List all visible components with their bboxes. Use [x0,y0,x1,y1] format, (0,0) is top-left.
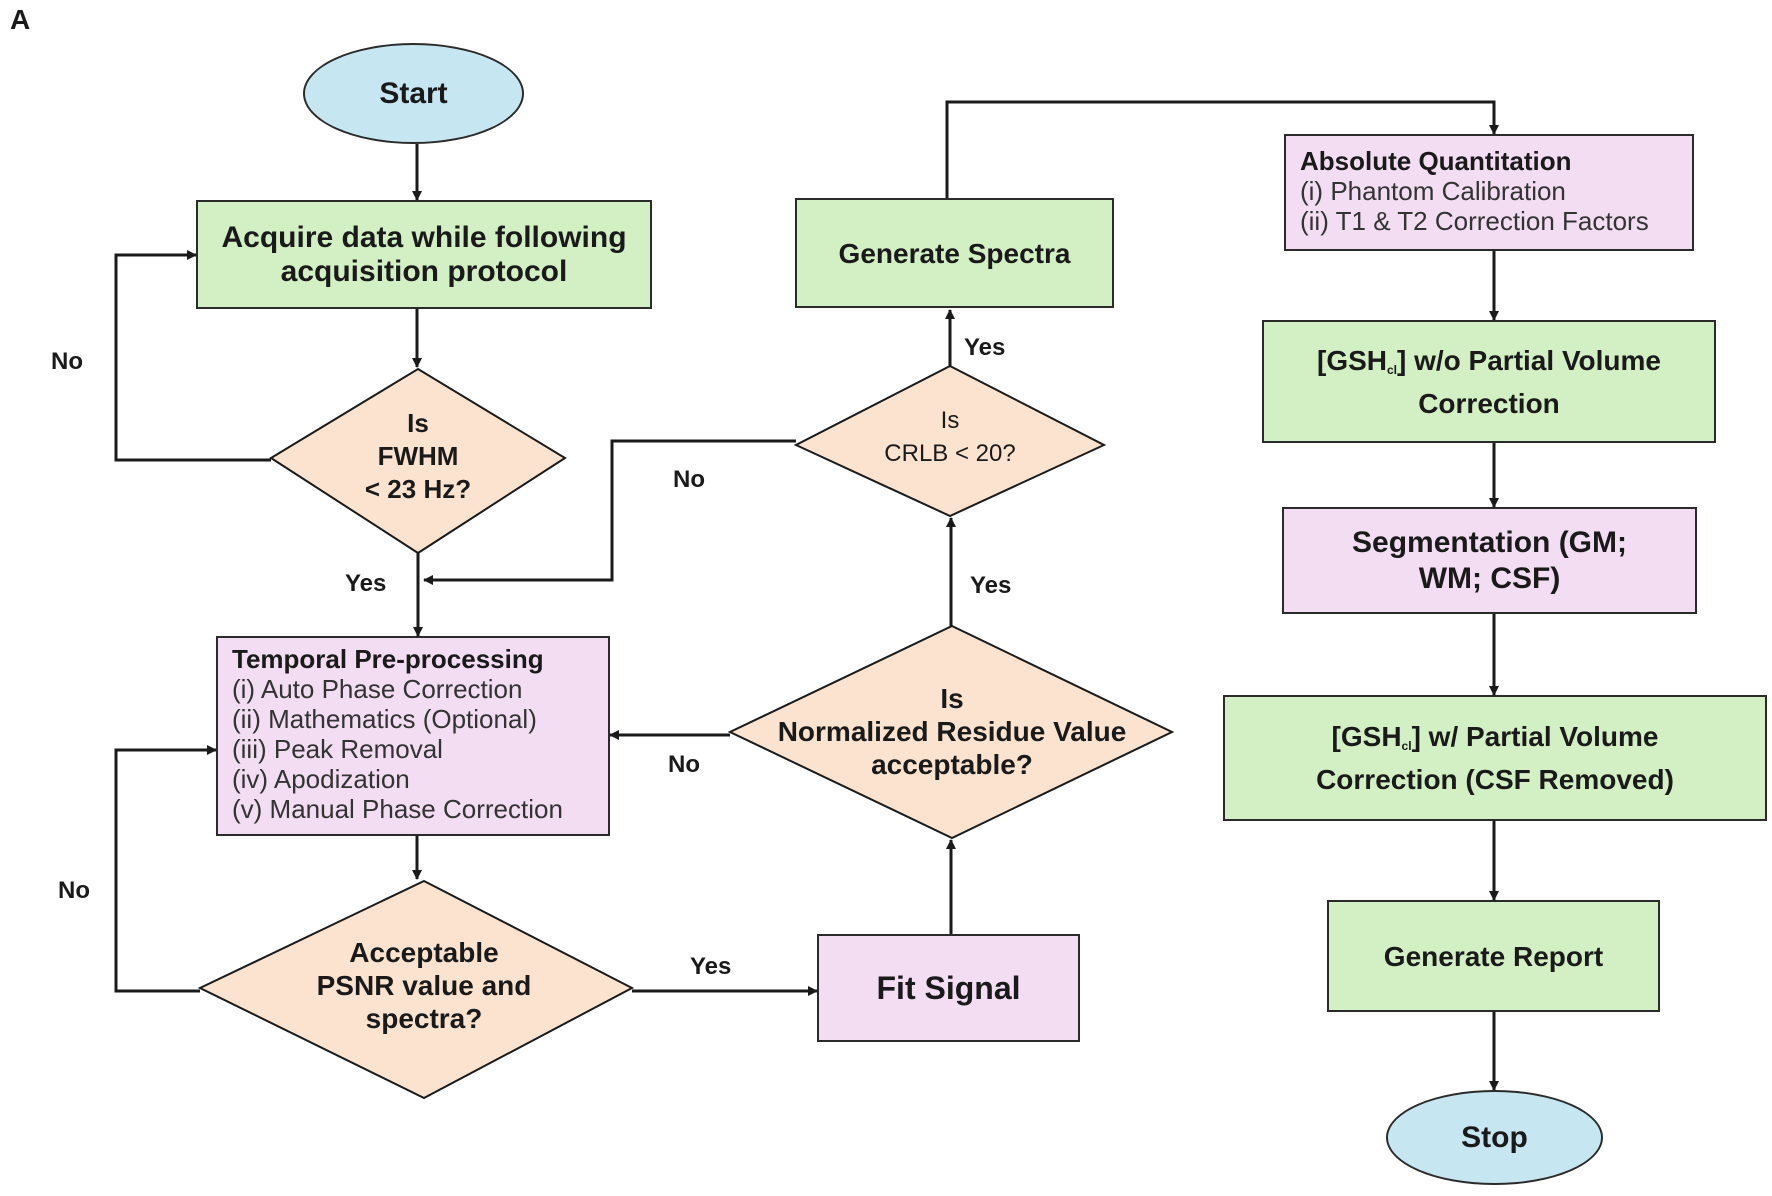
fwhm-no-label: No [51,348,83,375]
fwhm-decision: Is FWHM < 23 Hz? [318,407,518,506]
crlb-no-label: No [673,466,705,493]
panel-label: A [10,4,31,35]
gsh-wo-pre: [GSH [1317,344,1387,376]
gsh-w-pre: [GSH [1331,721,1402,752]
fit-signal-box: Fit Signal [817,934,1080,1042]
temporal-item: (v) Manual Phase Correction [232,794,563,824]
fit-signal-label: Fit Signal [876,969,1021,1006]
temporal-heading: Temporal Pre-processing [232,644,544,674]
crlb-line-1: Is [940,407,960,434]
acquire-data-box: Acquire data while following acquisition… [196,200,652,309]
fwhm-yes-label: Yes [345,570,387,597]
fwhm-line-3: < 23 Hz? [364,474,472,504]
gsh-wo-sub: cl [1387,362,1398,377]
gsh-without-pvc-box: [GSHcl] w/o Partial Volume Correction [1262,320,1716,443]
psnr-decision: Acceptable PSNR value and spectra? [284,936,564,1035]
segmentation-box: Segmentation (GM; WM; CSF) [1282,507,1697,614]
gsh-w-sub: cl [1401,739,1412,753]
fwhm-line-1: Is [407,408,429,438]
temporal-item: (ii) Mathematics (Optional) [232,704,537,734]
crlb-decision-shape [793,364,1107,518]
arrow-spectra-absolute [945,100,1499,198]
stop-terminal: Stop [1386,1090,1603,1185]
start-terminal: Start [303,43,524,144]
absolute-heading: Absolute Quantitation [1300,146,1572,176]
gsh-with-pvc-box: [GSHcl] w/ Partial Volume Correction (CS… [1223,695,1767,821]
residue-decision-shape [727,624,1175,840]
acquire-data-label: Acquire data while following acquisition… [221,220,627,288]
psnr-line-3: spectra? [365,1003,483,1034]
gsh-without-pvc-line-1: [GSHcl] w/o Partial Volume [1317,344,1661,387]
crlb-yes-label: Yes [964,334,1006,361]
generate-report-label: Generate Report [1383,940,1604,972]
residue-no-label: No [668,751,700,778]
residue-yes-label: Yes [970,572,1012,599]
fwhm-line-2: FWHM [377,441,459,471]
psnr-no-label: No [58,877,90,904]
start-label: Start [379,76,448,110]
gsh-with-pvc-line-2: Correction (CSF Removed) [1316,764,1674,795]
gsh-w-post: ] w/ Partial Volume [1411,721,1659,752]
absolute-quantitation-box: Absolute Quantitation (i) Phantom Calibr… [1284,134,1694,251]
segmentation-label: Segmentation (GM; WM; CSF) [1352,525,1627,595]
psnr-decision-shape [197,879,635,1100]
arrow-crlb-no [423,439,796,585]
psnr-line-2: PSNR value and [316,970,532,1001]
gsh-with-pvc-line-1: [GSHcl] w/ Partial Volume [1332,720,1659,763]
crlb-line-2: CRLB < 20? [884,440,1016,467]
temporal-item: (i) Auto Phase Correction [232,674,523,704]
arrow-fwhm-no [114,250,271,462]
gsh-without-pvc-line-2: Correction [1418,387,1560,419]
residue-line-2: Normalized Residue Value [777,716,1127,747]
generate-spectra-box: Generate Spectra [795,198,1114,308]
stop-label: Stop [1461,1120,1528,1154]
temporal-preprocessing-box: Temporal Pre-processing (i) Auto Phase C… [216,636,610,836]
psnr-yes-label: Yes [690,953,732,980]
temporal-item: (iii) Peak Removal [232,734,443,764]
residue-line-1: Is [940,683,964,714]
temporal-item: (iv) Apodization [232,764,410,794]
generate-spectra-label: Generate Spectra [838,237,1071,269]
arrow-psnr-no [114,745,217,993]
absolute-item: (ii) T1 & T2 Correction Factors [1300,206,1649,236]
absolute-item: (i) Phantom Calibration [1300,176,1566,206]
generate-report-box: Generate Report [1327,900,1660,1012]
residue-decision: Is Normalized Residue Value acceptable? [752,682,1152,781]
residue-line-3: acceptable? [871,749,1033,780]
gsh-wo-post: ] w/o Partial Volume [1397,344,1661,376]
crlb-decision: Is CRLB < 20? [850,404,1050,470]
psnr-line-1: Acceptable [349,937,499,968]
